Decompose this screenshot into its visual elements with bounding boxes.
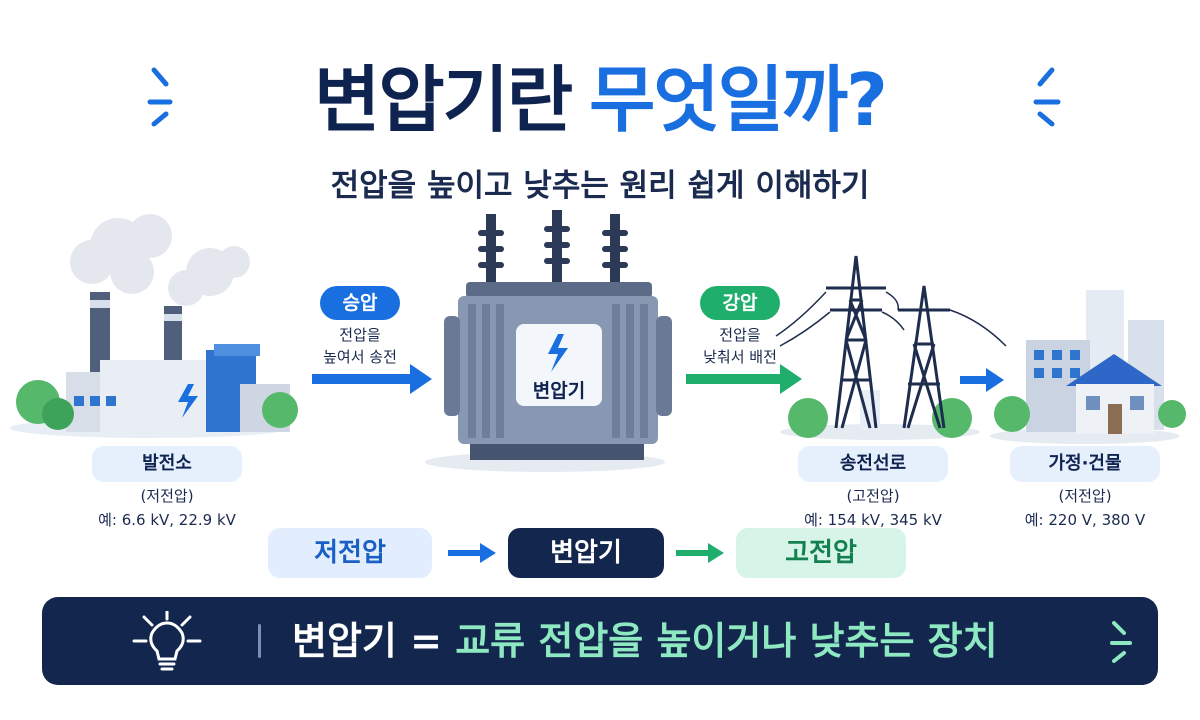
step-up-note-line-2: 높여서 송전 xyxy=(323,348,397,366)
banner-text: 변압기 = 교류 전압을 높이거나 낮추는 장치 xyxy=(292,597,998,685)
step-down-arrow-icon xyxy=(686,364,802,394)
line-example: 예: 154 kV, 345 kV xyxy=(804,511,942,529)
subtitle-wrap: 전압을 높이고 낮추는 원리 쉽게 이해하기 xyxy=(0,160,1200,205)
line-kind: (고전압) xyxy=(846,487,900,505)
plant-example: 예: 6.6 kV, 22.9 kV xyxy=(98,511,236,529)
step-down-note: 전압을 낮춰서 배전 xyxy=(680,324,800,368)
flow-transformer: 변압기 xyxy=(508,528,664,578)
plant-label: 발전소 xyxy=(92,446,242,482)
illustration-layer xyxy=(10,210,1186,472)
step-up-note: 전압을 높여서 송전 xyxy=(300,324,420,368)
distribution-arrow-icon xyxy=(960,368,1004,392)
line-label: 송전선로 xyxy=(798,446,948,482)
plant-details: (저전압) 예: 6.6 kV, 22.9 kV xyxy=(52,484,282,532)
homes-buildings-icon xyxy=(990,290,1186,444)
banner-separator xyxy=(258,624,261,658)
home-kind: (저전압) xyxy=(1058,487,1112,505)
subtitle: 전압을 높이고 낮추는 원리 쉽게 이해하기 xyxy=(324,160,876,205)
plant-kind: (저전압) xyxy=(140,487,194,505)
home-example: 예: 220 V, 380 V xyxy=(1024,511,1146,529)
step-up-arrow-icon xyxy=(312,364,432,394)
flow-low-voltage: 저전압 xyxy=(268,528,432,578)
flow-arrow-1-icon xyxy=(448,543,496,563)
flow-high-voltage: 고전압 xyxy=(736,528,906,578)
transformer-plate-label: 변압기 xyxy=(532,380,586,402)
step-down-note-line-1: 전압을 xyxy=(719,326,761,344)
lightbulb-icon xyxy=(132,611,202,671)
step-down-badge: 강압 xyxy=(700,286,780,320)
step-up-badge: 승압 xyxy=(320,286,400,320)
step-up-label: 승압 xyxy=(342,292,378,314)
flow-arrow-2-icon xyxy=(676,543,724,563)
transformer-icon xyxy=(425,210,672,472)
line-details: (고전압) 예: 154 kV, 345 kV xyxy=(758,484,988,532)
banner-equals: = xyxy=(410,619,442,663)
power-plant-icon xyxy=(10,214,298,438)
banner-definition: 교류 전압을 높이거나 낮추는 장치 xyxy=(455,619,998,663)
definition-banner: 변압기 = 교류 전압을 높이거나 낮추는 장치 xyxy=(42,597,1158,685)
transmission-tower-icon xyxy=(775,255,1007,440)
step-up-note-line-1: 전압을 xyxy=(339,326,381,344)
sparkle-banner-icon xyxy=(1110,621,1132,663)
home-label: 가정·건물 xyxy=(1010,446,1160,482)
banner-subject: 변압기 xyxy=(292,619,397,663)
step-down-note-line-2: 낮춰서 배전 xyxy=(703,348,777,366)
sparkle-left-icon xyxy=(147,67,173,127)
sparkle-right-icon xyxy=(1033,67,1061,127)
title-part-1: 변압기란 xyxy=(314,58,573,142)
home-details: (저전압) 예: 220 V, 380 V xyxy=(980,484,1190,532)
step-down-label: 강압 xyxy=(722,292,758,314)
title-part-2: 무엇일까? xyxy=(589,58,888,142)
